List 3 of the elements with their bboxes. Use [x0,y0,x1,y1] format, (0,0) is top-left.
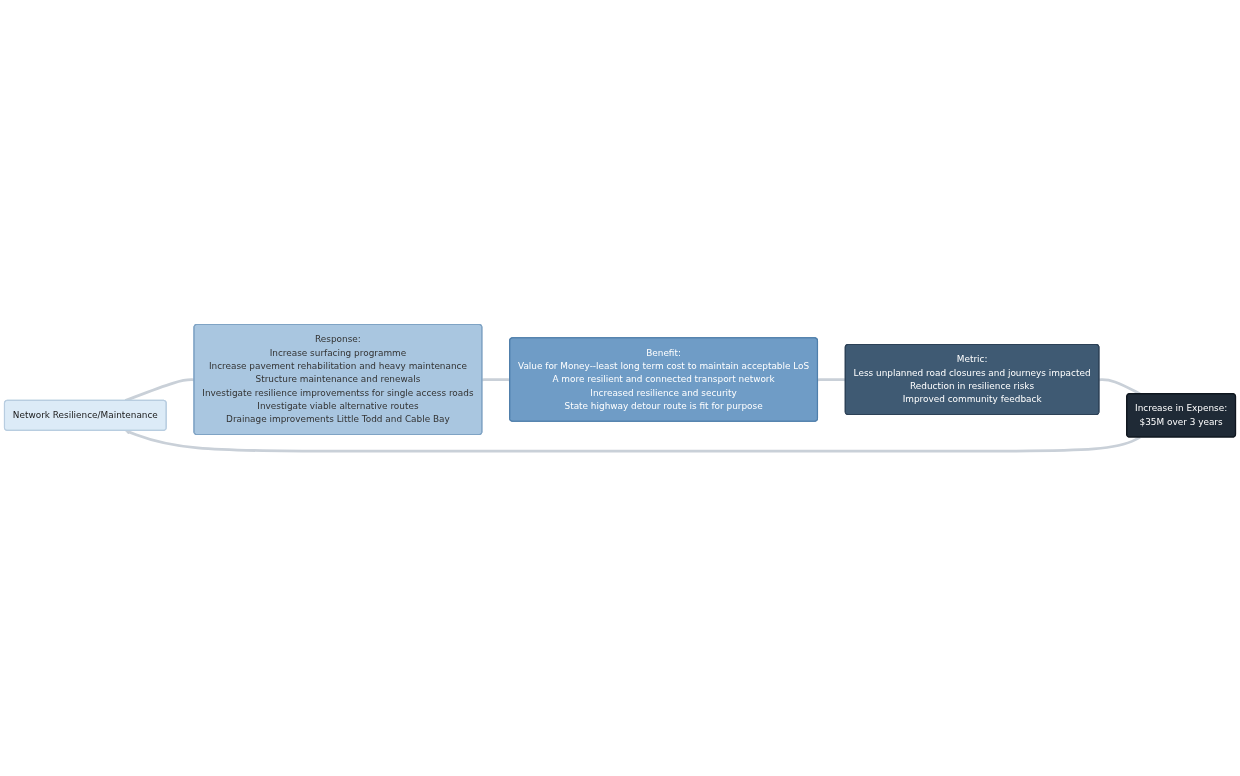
connector [482,378,510,382]
arrow [125,430,1141,453]
connector [817,378,846,382]
